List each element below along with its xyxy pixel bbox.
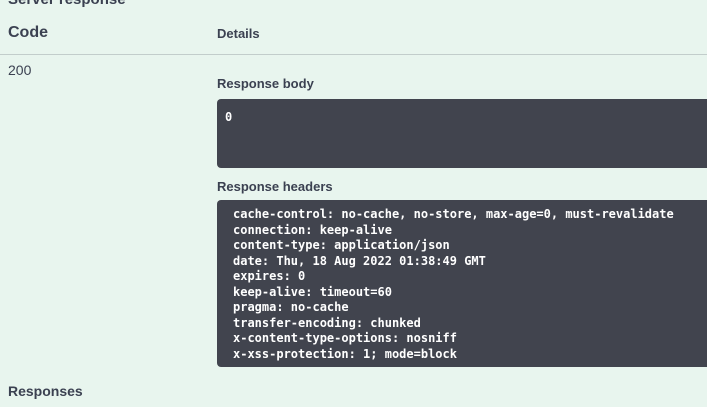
response-body-code-block: 0 [217,99,707,168]
server-response-title: Server response [8,0,126,10]
response-body-label: Response body [217,76,314,91]
response-headers-code-block: cache-control: no-cache, no-store, max-a… [217,200,707,367]
response-headers-label: Response headers [217,179,333,194]
response-status-code: 200 [8,62,32,78]
details-column-header: Details [217,26,260,41]
table-header-divider [0,54,707,55]
code-column-header: Code [8,24,48,41]
responses-title: Responses [8,383,83,399]
